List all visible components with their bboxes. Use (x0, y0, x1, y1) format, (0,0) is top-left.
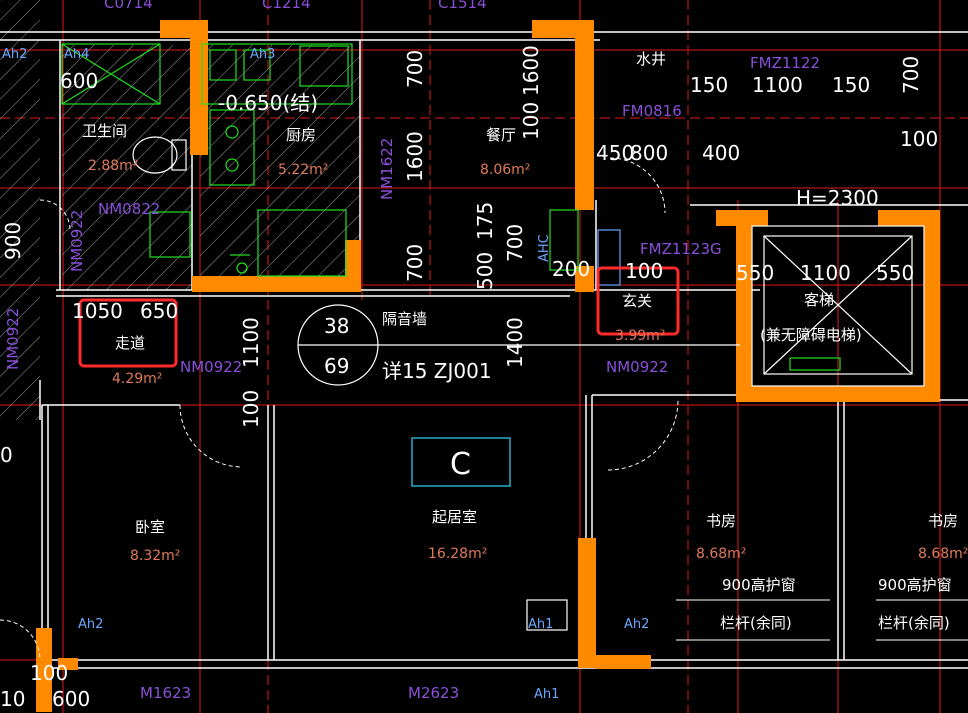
elevator-height: H=2300 (796, 186, 879, 210)
room-bedroom-area: 8.32m² (130, 548, 180, 564)
window-code-c1214: C1214 (262, 0, 311, 12)
kitchen-fixtures (201, 43, 353, 277)
dim-0-left: 0 (0, 443, 13, 467)
dim-700-c: 700 (503, 224, 527, 262)
guardrail-lines (676, 599, 968, 641)
dim-1600-b: 1600 (519, 45, 543, 96)
room-foyer-name: 玄关 (622, 292, 652, 310)
dim-700-b: 700 (403, 244, 427, 282)
elevator-note: (兼无障碍电梯) (760, 326, 862, 344)
tag-ah3: Ah3 (250, 47, 275, 62)
tag-ahc: AHC (537, 234, 552, 262)
elevator-car (751, 225, 925, 387)
tag-ah2-bottom-right: Ah2 (624, 617, 649, 632)
dim-650: 650 (140, 299, 178, 323)
dim-150-b: 150 (832, 73, 870, 97)
unit-tag: C (450, 447, 471, 482)
dim-100-b: 100 (519, 102, 543, 140)
door-code-nm0922-mid: NM0922 (180, 358, 242, 376)
left-hatch (0, 0, 40, 420)
door-code-m2623: M2623 (408, 684, 459, 702)
soundproof-wall-label: 隔音墙 (382, 310, 427, 328)
detail-callout (297, 304, 740, 386)
dim-100-right: 100 (900, 127, 938, 151)
highlight-foyer (596, 266, 680, 336)
door-code-fmz1123g: FMZ1123G (640, 240, 722, 258)
dim-150-a: 150 (690, 73, 728, 97)
door-code-nm0922-lower: NM0922 (4, 308, 22, 370)
door-code-fm0816: FM0816 (622, 102, 682, 120)
guardrail-note-1b: 栏杆(余同) (720, 614, 792, 632)
dim-1050: 1050 (72, 299, 123, 323)
tag-ah2-left-top: Ah2 (2, 47, 27, 62)
tag-ah1-living: Ah1 (528, 617, 553, 632)
room-toilet-area: 2.88m² (88, 158, 138, 174)
dim-10-left: 10 (0, 687, 25, 711)
dim-800: 800 (630, 141, 668, 165)
door-code-nm0922-foyer: NM0922 (606, 358, 668, 376)
room-study2-name: 书房 (928, 512, 958, 530)
tag-ah4: Ah4 (64, 47, 89, 62)
kitchen-level: -0.650(结) (218, 91, 318, 115)
door-code-nm0822: NM0822 (98, 200, 160, 218)
elevator-name: 客梯 (804, 291, 834, 309)
foyer-fixtures (526, 209, 621, 631)
dim-1400: 1400 (503, 317, 527, 368)
dim-500: 500 (473, 252, 497, 290)
toilet-fixtures (61, 43, 191, 258)
dim-200: 200 (552, 257, 590, 281)
detail-ref-label: 详15 ZJ001 (382, 359, 492, 383)
dim-100-door: 100 (239, 390, 263, 428)
dim-1100-corridor: 1100 (239, 317, 263, 368)
dim-900-left: 900 (1, 222, 25, 260)
room-kitchen-area: 5.22m² (278, 162, 328, 178)
room-bedroom-name: 卧室 (135, 518, 165, 536)
room-study2-area: 8.68m² (918, 546, 968, 562)
dim-600-left: 600 (60, 69, 98, 93)
dim-100-c: 100 (625, 259, 663, 283)
window-code-c0714: C0714 (104, 0, 153, 12)
dim-175: 175 (473, 202, 497, 240)
guardrail-note-2b: 栏杆(余同) (878, 614, 950, 632)
tag-ah2-bottom-left: Ah2 (78, 617, 103, 632)
door-code-m1623: M1623 (140, 684, 191, 702)
room-corridor-area: 4.29m² (112, 371, 162, 387)
door-code-fmz1122: FMZ1122 (750, 54, 820, 72)
room-corridor-name: 走道 (115, 334, 145, 352)
dim-600-bottom: 600 (52, 687, 90, 711)
dim-1600-a: 1600 (403, 131, 427, 182)
guardrail-note-1a: 900高护窗 (722, 576, 796, 594)
dim-1100-elevator: 1100 (800, 261, 851, 285)
room-dining-area: 8.06m² (480, 162, 530, 178)
callout-number-bottom: 69 (324, 354, 349, 378)
door-code-nm0922-left: NM0922 (68, 210, 86, 272)
room-toilet-name: 卫生间 (82, 122, 127, 140)
dim-100-bottom: 100 (30, 661, 68, 685)
dim-400: 400 (702, 141, 740, 165)
dim-550-b: 550 (876, 261, 914, 285)
room-foyer-area: 3.99m² (615, 328, 665, 344)
room-study1-name: 书房 (706, 512, 736, 530)
room-study1-area: 8.68m² (696, 546, 746, 562)
unit-tag-box (411, 437, 511, 487)
room-shaft-name: 水井 (636, 50, 666, 68)
door-swings (0, 157, 679, 661)
room-living-area: 16.28m² (428, 546, 487, 562)
room-living-name: 起居室 (432, 508, 477, 526)
dim-550-a: 550 (736, 261, 774, 285)
dim-1100-top: 1100 (752, 73, 803, 97)
callout-number-top: 38 (324, 314, 349, 338)
door-code-nm1622: NM1622 (378, 138, 396, 200)
dim-700-a: 700 (403, 50, 427, 88)
room-dining-name: 餐厅 (486, 126, 516, 144)
structural-columns (36, 20, 940, 712)
window-code-c1514: C1514 (438, 0, 487, 12)
guardrail-note-2a: 900高护窗 (878, 576, 952, 594)
dim-700-right: 700 (899, 56, 923, 94)
highlight-corridor (78, 298, 178, 368)
tag-ah1-bottom: Ah1 (534, 687, 559, 702)
dim-450: 450 (596, 141, 634, 165)
room-kitchen-name: 厨房 (286, 126, 316, 144)
